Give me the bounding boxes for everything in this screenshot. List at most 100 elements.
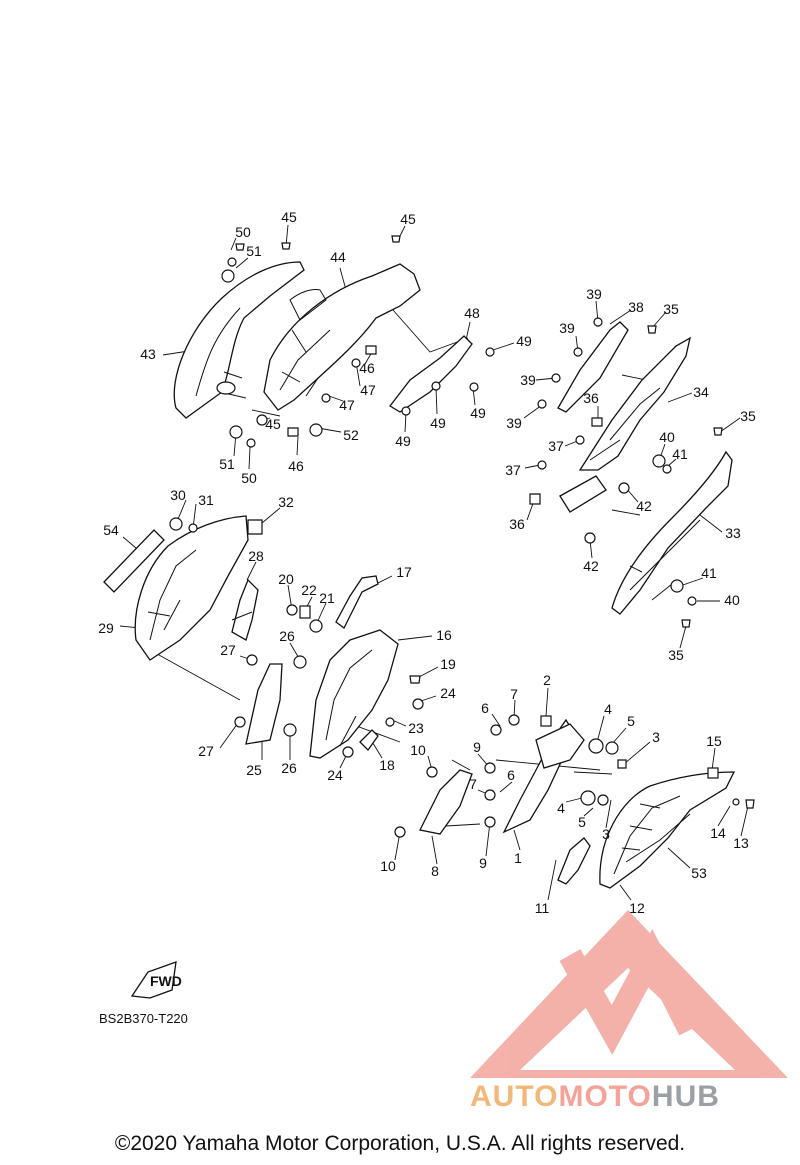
callout-16: 16 [436, 627, 452, 643]
callout-41: 41 [701, 565, 717, 581]
callout-7: 7 [510, 686, 518, 702]
callout-28: 28 [248, 548, 264, 564]
callout-47: 47 [339, 397, 355, 413]
callout-1: 1 [514, 850, 522, 866]
callout-19: 19 [440, 656, 456, 672]
callout-40: 40 [659, 429, 675, 445]
callout-6: 6 [481, 700, 489, 716]
callout-47: 47 [360, 382, 376, 398]
callout-5: 5 [627, 713, 635, 729]
copyright-notice: ©2020 Yamaha Motor Corporation, U.S.A. A… [114, 1132, 686, 1155]
callout-36: 36 [509, 516, 525, 532]
callout-49: 49 [395, 433, 411, 449]
part-28-bracket [231, 578, 259, 641]
callout-37: 37 [505, 462, 521, 478]
part-48-strip [389, 335, 495, 416]
callout-21: 21 [319, 590, 335, 606]
callout-10: 10 [380, 858, 396, 874]
callout-45: 45 [281, 209, 297, 225]
callout-37: 37 [548, 438, 564, 454]
part-43-cover [173, 243, 305, 448]
callout-42: 42 [583, 558, 599, 574]
callout-51: 51 [246, 243, 262, 259]
callout-52: 52 [343, 427, 359, 443]
callout-6: 6 [507, 767, 515, 783]
fwd-label: FWD [150, 973, 182, 989]
callout-44: 44 [330, 249, 346, 265]
callout-27: 27 [220, 642, 236, 658]
callout-27: 27 [198, 743, 214, 759]
callout-39: 39 [586, 286, 602, 302]
watermark-part1: AUTO [470, 1080, 559, 1113]
callout-53: 53 [691, 865, 707, 881]
callout-12: 12 [629, 900, 645, 916]
callout-9: 9 [473, 739, 481, 755]
callout-46: 46 [359, 360, 375, 376]
callout-4: 4 [604, 701, 612, 717]
callout-35: 35 [668, 647, 684, 663]
part-44-panel [256, 235, 421, 437]
part-12-cowl [599, 767, 755, 889]
callout-23: 23 [408, 720, 424, 736]
callout-3: 3 [602, 826, 610, 842]
callout-5: 5 [578, 814, 586, 830]
callout-39: 39 [506, 415, 522, 431]
callout-4: 4 [557, 800, 565, 816]
callout-22: 22 [301, 582, 317, 598]
callout-8: 8 [431, 863, 439, 879]
callout-39: 39 [520, 372, 536, 388]
callout-51: 51 [219, 456, 235, 472]
callout-43: 43 [140, 346, 156, 362]
callout-36: 36 [583, 390, 599, 406]
callout-42: 42 [636, 498, 652, 514]
callout-38: 38 [628, 299, 644, 315]
callout-48: 48 [464, 305, 480, 321]
callout-25: 25 [246, 762, 262, 778]
callout-31: 31 [198, 492, 214, 508]
part-34-cover [529, 317, 691, 544]
callout-26: 26 [279, 628, 295, 644]
part-8-plate [394, 766, 473, 838]
callout-15: 15 [706, 733, 722, 749]
callout-35: 35 [740, 408, 756, 424]
callout-24: 24 [327, 767, 343, 783]
part-11-bracket [557, 837, 591, 885]
callout-50: 50 [241, 470, 257, 486]
part-25-plate [234, 654, 307, 745]
callout-14: 14 [710, 825, 726, 841]
callout-50: 50 [235, 224, 251, 240]
callout-40: 40 [724, 592, 740, 608]
callout-49: 49 [516, 333, 532, 349]
callout-18: 18 [379, 757, 395, 773]
callout-46: 46 [288, 458, 304, 474]
callout-7: 7 [469, 776, 477, 792]
callout-49: 49 [470, 405, 486, 421]
diagram-code: BS2B370-T220 [99, 1011, 188, 1026]
callout-29: 29 [98, 620, 114, 636]
callout-17: 17 [396, 564, 412, 580]
callout-39: 39 [559, 320, 575, 336]
fwd-arrow-icon: FWD [130, 961, 182, 999]
part-1-bracket [484, 714, 627, 834]
watermark-logo [470, 910, 788, 1078]
callout-30: 30 [170, 487, 186, 503]
part-29-cover [103, 515, 263, 661]
callout-41: 41 [672, 446, 688, 462]
callout-35: 35 [663, 301, 679, 317]
callout-45: 45 [265, 416, 281, 432]
callout-45: 45 [400, 211, 416, 227]
callout-10: 10 [410, 742, 426, 758]
callout-20: 20 [278, 571, 294, 587]
callout-26: 26 [281, 760, 297, 776]
callout-2: 2 [543, 672, 551, 688]
callout-33: 33 [725, 525, 741, 541]
leader-lines [119, 224, 749, 901]
callout-11: 11 [535, 900, 550, 916]
part-16-17-assembly [286, 575, 424, 759]
watermark-part3: HUB [651, 1080, 720, 1113]
callout-32: 32 [278, 494, 294, 510]
watermark-text: AUTOMOTOHUB [470, 1080, 720, 1114]
part-33-cover [611, 427, 733, 628]
